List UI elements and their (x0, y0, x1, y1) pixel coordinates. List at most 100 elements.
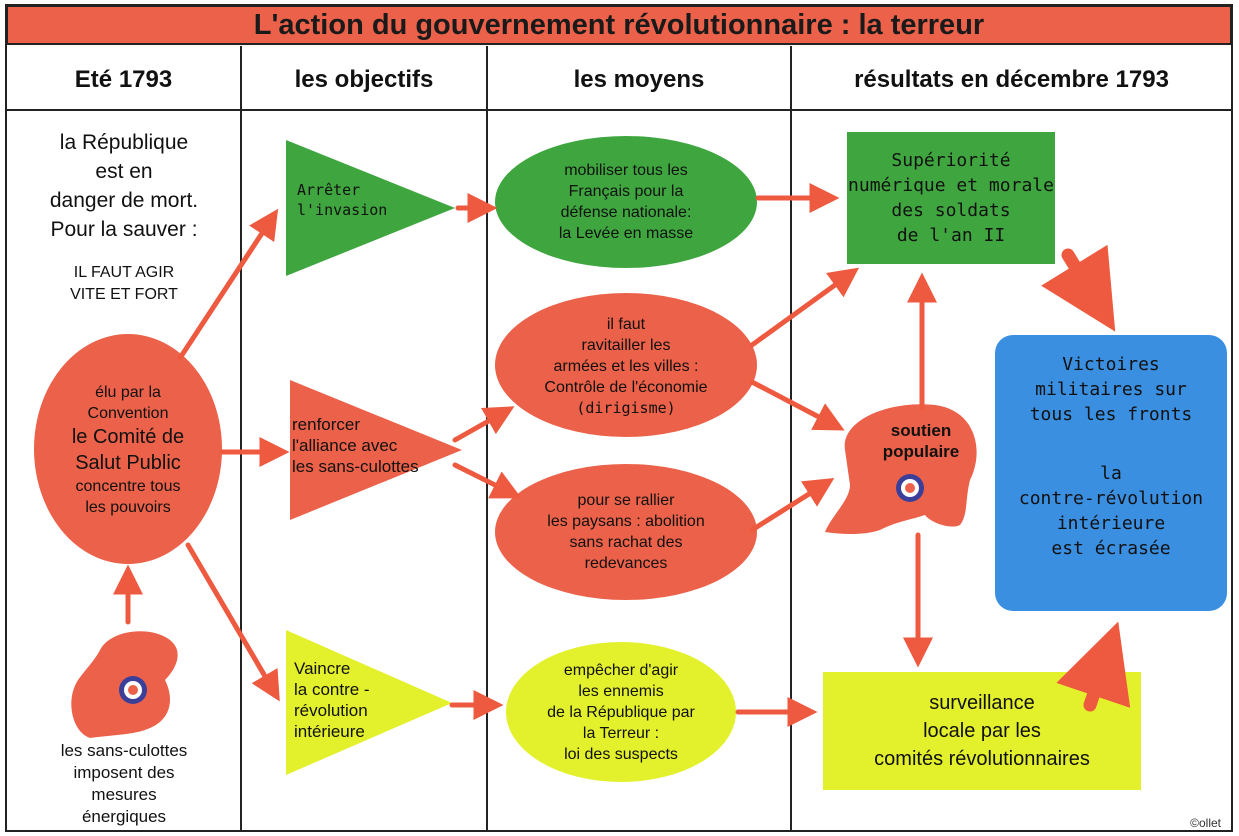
arrow-alliance-ravitailler (452, 406, 515, 443)
moyen-ravitailler-line: (dirigisme) (576, 399, 676, 417)
moyen-paysans-line: les paysans : abolition (547, 513, 705, 530)
resultat-surveillance-line: comités révolutionnaires (874, 748, 1090, 770)
credit-label: ©ollet (1190, 816, 1221, 830)
moyen-terreur-line: les ennemis (578, 682, 664, 700)
moyen-ravitailler-line: armées et les villes : (553, 358, 699, 375)
arrow-surveillance-victoires (1056, 621, 1131, 712)
arrow-ravitailler-soutien (749, 379, 845, 431)
column-header-objectifs: les objectifs (294, 66, 434, 93)
moyen-ravitailler-label: il faut ravitailler les armées et les vi… (495, 300, 757, 432)
resultat-victoires-line: tous les fronts (1029, 404, 1193, 425)
comite-line: élu par la (95, 384, 161, 401)
objectif-alliance-line: l'alliance avec (292, 436, 398, 455)
objectif-contre-triangle (286, 630, 452, 775)
diagram-title: L'action du gouvernement révolutionnaire… (6, 5, 1232, 45)
resultat-superiorite-box (847, 132, 1055, 264)
objectif-contre-label: Vaincre la contre - révolution intérieur… (294, 658, 444, 742)
comite-ellipse (34, 334, 222, 564)
intro-line: est en (95, 160, 153, 183)
intro-line: Pour la sauver : (50, 218, 198, 241)
column-header-moyens: les moyens (573, 66, 705, 93)
moyen-levee-line: Français pour la (568, 183, 684, 200)
objectif-alliance-triangle (290, 380, 462, 520)
objectif-alliance-line: renforcer (292, 415, 361, 434)
column-header-resultats: résultats en décembre 1793 (854, 66, 1169, 93)
sansculottes-line: énergiques (81, 807, 167, 826)
objectif-contre-line: révolution (294, 701, 368, 720)
objectif-alliance-label: renforcer l'alliance avec les sans-culot… (292, 414, 482, 477)
soutien-line: soutien (890, 421, 952, 440)
moyen-levee-line: défense nationale: (560, 204, 692, 221)
objectif-invasion-label: Arrêter l'invasion (297, 180, 427, 220)
moyen-levee-line: mobiliser tous les (564, 162, 688, 179)
comite-line: concentre tous (75, 478, 181, 495)
objectif-invasion-line: l'invasion (297, 201, 388, 219)
resultat-victoires-line: intérieure (1056, 513, 1166, 534)
soutien-line: populaire (882, 442, 960, 461)
resultat-victoires-line: est écrasée (1051, 538, 1171, 559)
sansculottes-label: les sans-culottes imposent des mesures é… (10, 740, 238, 828)
moyen-terreur-line: la Terreur : (582, 724, 660, 742)
resultat-superiorite-line: des soldats (891, 200, 1011, 221)
objectif-invasion-line: Arrêter (297, 181, 361, 199)
comite-line: Salut Public (75, 452, 181, 474)
intro-line: la République (59, 131, 189, 154)
moyen-levee-ellipse (495, 136, 757, 268)
resultat-victoires-line: militaires sur (1035, 379, 1187, 400)
arrow-alliance-paysans (452, 462, 522, 499)
arrow-comite-contre (185, 542, 280, 702)
objectif-alliance-line: les sans-culottes (292, 457, 419, 476)
resultat-surveillance-line: locale par les (923, 720, 1041, 742)
moyen-paysans-line: pour se rallier (577, 492, 675, 509)
resultat-victoires-line: contre-révolution (1018, 488, 1204, 509)
moyen-paysans-ellipse (495, 464, 757, 600)
objectif-invasion-triangle (286, 140, 455, 276)
comite-line: Convention (87, 405, 169, 422)
resultat-superiorite-line: de l'an II (896, 225, 1006, 246)
bonnet-sansculottes-icon (71, 631, 178, 738)
objectif-contre-line: intérieure (294, 722, 365, 741)
resultat-victoires-line: la (1100, 463, 1122, 484)
moyen-paysans-line: redevances (584, 555, 668, 572)
moyen-terreur-line: de la République par (547, 703, 695, 721)
objectif-contre-line: la contre - (294, 680, 370, 699)
resultat-superiorite-line: numérique et morale (848, 175, 1054, 196)
resultat-superiorite-line: Supériorité (891, 150, 1011, 171)
resultat-victoires-label: Victoires militaires sur tous les fronts… (995, 352, 1227, 561)
moyen-ravitailler-ellipse (495, 293, 757, 437)
arrow-ravitailler-superiorite (749, 267, 860, 348)
comite-line: le Comité de (71, 426, 185, 448)
comite-label: élu par la Convention le Comité de Salut… (34, 370, 222, 530)
moyen-terreur-label: empêcher d'agir les ennemis de la Républ… (506, 650, 736, 774)
arrow-comite-invasion (177, 208, 279, 361)
intro-callout-line: VITE ET FORT (70, 286, 178, 303)
moyen-paysans-label: pour se rallier les paysans : abolition … (495, 480, 757, 584)
moyen-ravitailler-line: il faut (606, 316, 646, 333)
sansculottes-line: imposent des (73, 763, 175, 782)
soutien-label: soutien populaire (856, 420, 986, 462)
arrow-superiorite-victoires (1041, 244, 1116, 332)
arrow-paysans-soutien (749, 477, 835, 533)
intro-callout-line: IL FAUT AGIR (73, 264, 175, 281)
resultat-surveillance-label: surveillance locale par les comités révo… (823, 672, 1141, 790)
moyen-paysans-line: sans rachat des (569, 534, 683, 551)
resultat-superiorite-label: Supériorité numérique et morale des sold… (847, 132, 1055, 264)
resultat-surveillance-line: surveillance (929, 692, 1035, 714)
moyen-ravitailler-line: ravitailler les (581, 337, 671, 354)
bonnet-phrygien-icon (825, 404, 977, 535)
moyen-levee-label: mobiliser tous les Français pour la défe… (495, 150, 757, 254)
comite-line: les pouvoirs (85, 499, 171, 516)
moyen-terreur-ellipse (506, 642, 736, 782)
objectif-contre-line: Vaincre (294, 659, 351, 678)
moyen-terreur-line: loi des suspects (564, 745, 678, 763)
sansculottes-line: les sans-culottes (60, 741, 188, 760)
moyen-ravitailler-line: Contrôle de l'économie (544, 379, 708, 396)
intro-line: danger de mort. (49, 189, 199, 212)
intro-text: la République est en danger de mort. Pou… (10, 128, 238, 244)
moyen-levee-line: la Levée en masse (558, 225, 694, 242)
moyen-terreur-line: empêcher d'agir (563, 661, 679, 679)
resultat-victoires-box (995, 335, 1227, 611)
sansculottes-line: mesures (91, 785, 157, 804)
intro-callout: IL FAUT AGIR VITE ET FORT (10, 262, 238, 306)
